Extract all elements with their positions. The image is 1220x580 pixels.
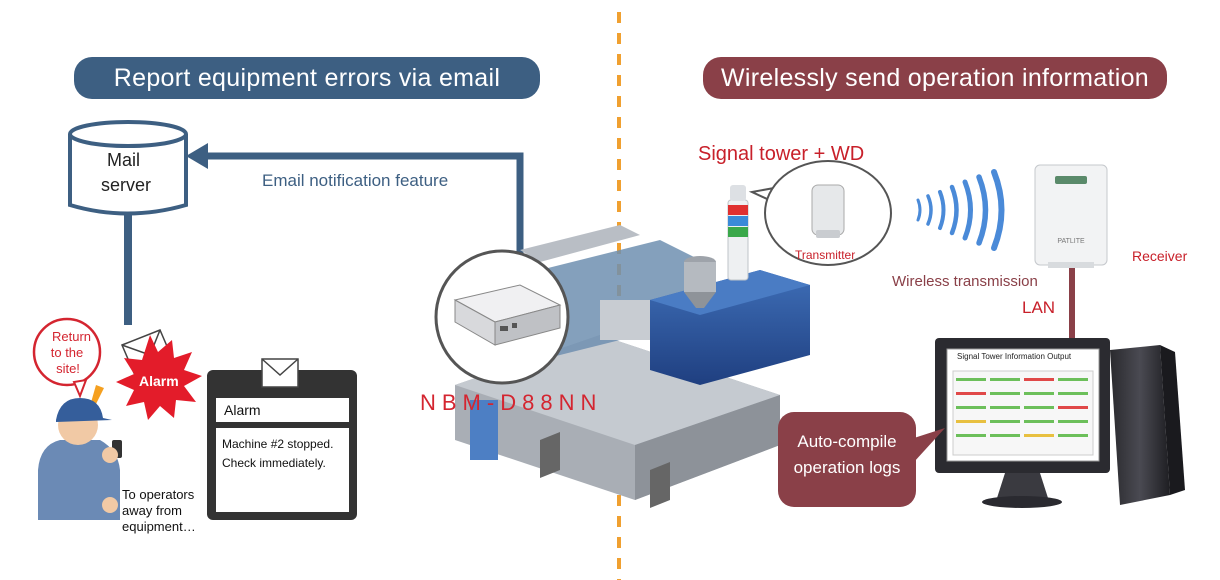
operator-figure <box>38 398 122 520</box>
receiver-label: Receiver <box>1132 248 1188 264</box>
wireless-waves-icon <box>916 169 1005 251</box>
phone-title: Alarm <box>224 402 261 418</box>
monitor <box>935 338 1110 508</box>
signal-tower-icon <box>727 185 749 281</box>
alarm-burst-label: Alarm <box>139 373 179 389</box>
operators-line-1: To operators <box>122 487 195 502</box>
email-feature-label: Email notification feature <box>262 171 449 190</box>
auto-compile-line-1: Auto-compile <box>797 432 897 451</box>
transmitter-bubble <box>748 160 892 266</box>
speech-bubble <box>32 317 102 399</box>
screen-title: Signal Tower Information Output <box>957 352 1072 361</box>
email-arrow <box>200 152 524 265</box>
svg-text:PATLITE: PATLITE <box>1057 238 1085 245</box>
transmitter-label: Transmitter <box>795 248 856 262</box>
signal-tower-label: Signal tower + WD <box>698 143 865 165</box>
receiver-device: PATLITE <box>1034 164 1108 268</box>
mail-server-icon <box>68 120 188 216</box>
auto-compile-line-2: operation logs <box>793 458 901 477</box>
auto-compile-callout <box>778 412 945 507</box>
operators-line-2: away from <box>122 503 182 518</box>
speech-line-1: Return <box>52 329 92 344</box>
speech-line-2: to the <box>50 345 84 360</box>
operators-line-3: equipment… <box>122 519 196 534</box>
pc-tower <box>1110 345 1185 505</box>
mail-server-label-2: server <box>101 175 152 195</box>
right-banner: Wirelessly send operation information <box>703 57 1167 99</box>
device-model-label: NBM-D88NN <box>420 390 603 415</box>
left-banner: Report equipment errors via email <box>74 57 540 99</box>
phone-screen <box>207 358 357 520</box>
phone-message-2: Check immediately. <box>222 456 326 470</box>
alarm-burst-icon <box>116 335 202 420</box>
lan-label: LAN <box>1022 298 1056 317</box>
phone-message-1: Machine #2 stopped. <box>222 437 334 451</box>
magnifier-device <box>434 249 570 385</box>
mail-server-label-1: Mail <box>107 150 141 170</box>
wireless-label: Wireless transmission <box>892 273 1038 290</box>
speech-line-3: site! <box>56 361 80 376</box>
